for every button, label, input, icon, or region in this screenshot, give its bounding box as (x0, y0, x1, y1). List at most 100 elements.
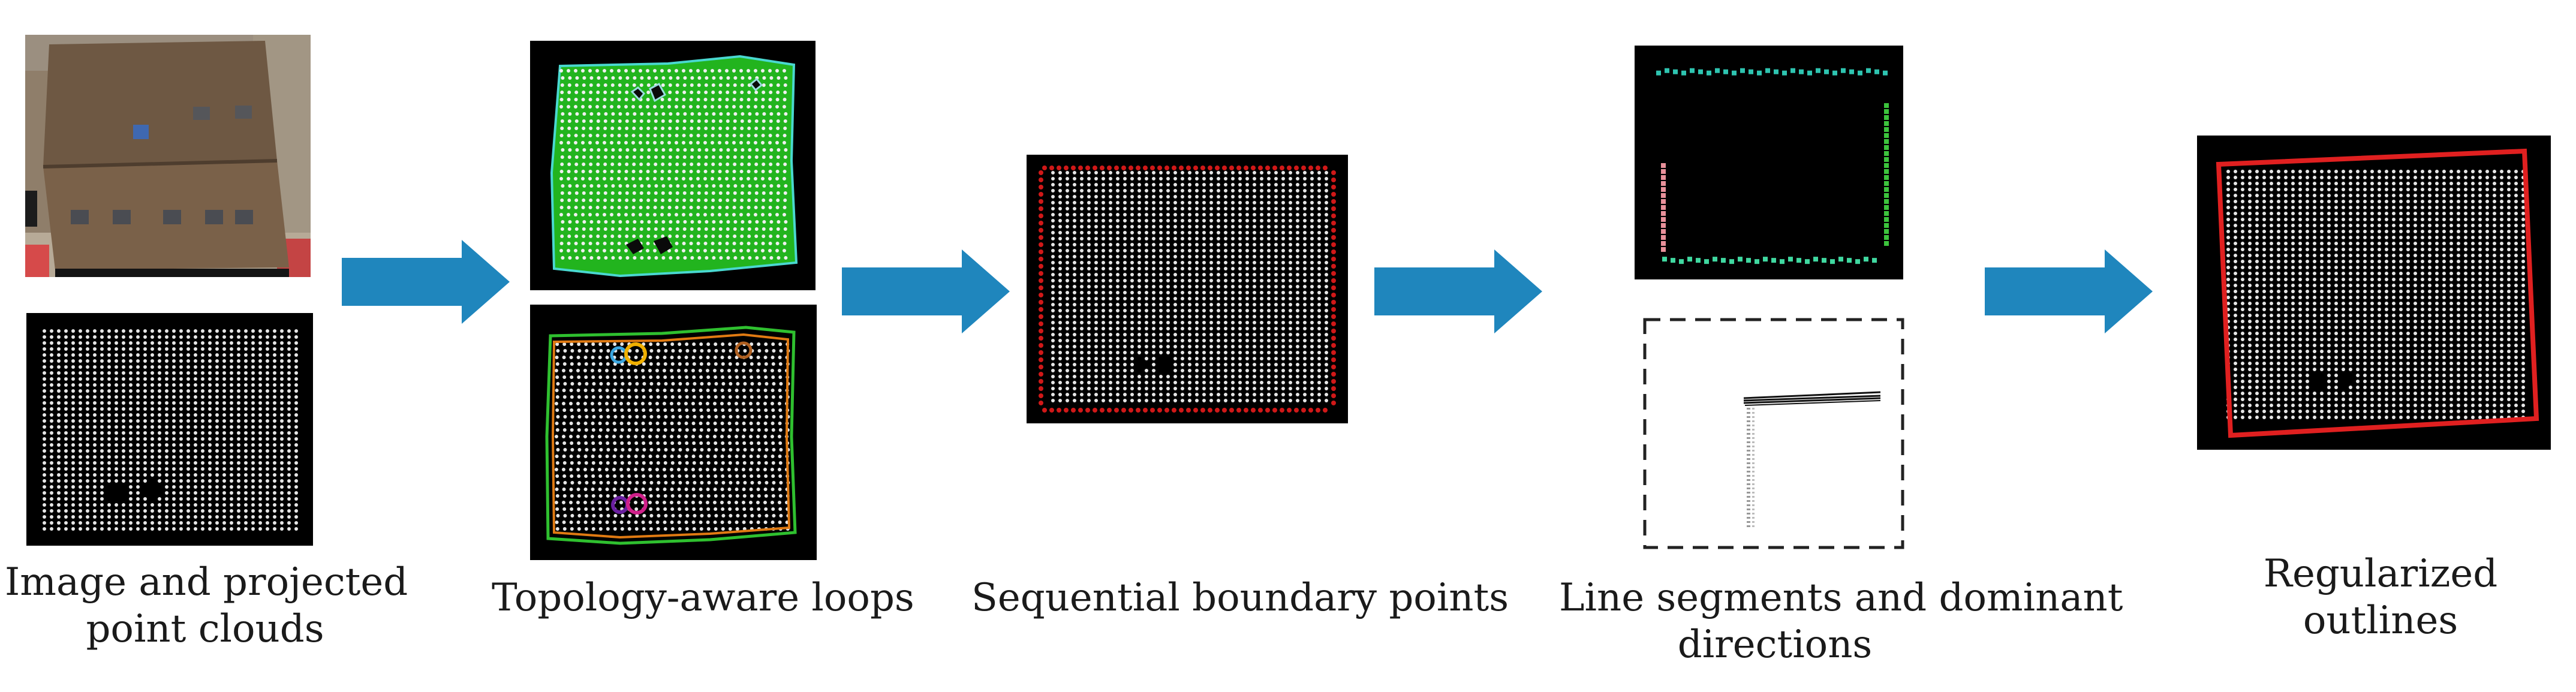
point-dot (1317, 279, 1321, 282)
point-dot (1260, 171, 1263, 174)
point-dot (215, 359, 219, 363)
segment-point (1884, 235, 1889, 240)
point-dot (778, 362, 783, 366)
point-dot (555, 455, 559, 458)
point-dot (714, 448, 718, 452)
point-dot (621, 415, 625, 419)
point-dot (50, 473, 53, 477)
point-dot (222, 443, 226, 447)
point-dot (1137, 291, 1141, 294)
point-dot (1181, 255, 1184, 258)
point-dot (1094, 303, 1098, 306)
point-dot (179, 401, 183, 405)
boundary-point (1331, 192, 1336, 197)
point-dot (1303, 171, 1307, 174)
point-dot (244, 371, 248, 375)
point-dot (158, 359, 161, 363)
point-dot (568, 256, 572, 260)
point-dot (685, 514, 690, 518)
point-dot (625, 148, 630, 152)
point-dot (661, 184, 666, 188)
point-dot (778, 474, 783, 478)
point-dot (1274, 327, 1278, 330)
point-dot (634, 435, 637, 438)
point-dot (721, 362, 725, 366)
point-dot (1274, 291, 1278, 294)
boundary-point (1331, 393, 1336, 398)
segment-point (1738, 257, 1743, 262)
point-dot (768, 213, 772, 216)
point-dot (656, 342, 660, 346)
point-dot (635, 514, 639, 518)
point-dot (714, 461, 718, 465)
point-dot (115, 377, 118, 381)
point-dot (1281, 213, 1285, 216)
point-dot (735, 520, 739, 524)
boundary-point (1039, 372, 1043, 377)
point-dot (735, 422, 739, 425)
point-dot (1296, 225, 1299, 228)
point-dot (1245, 303, 1249, 306)
point-dot (699, 395, 703, 399)
point-dot (1238, 363, 1242, 366)
point-dot (1123, 309, 1127, 312)
point-dot (739, 170, 744, 173)
point-dot (244, 485, 248, 489)
segment-point (1884, 157, 1889, 162)
point-dot (567, 91, 571, 94)
point-dot (86, 497, 89, 501)
point-dot (1073, 351, 1076, 354)
point-dot (613, 448, 618, 452)
point-dot (122, 461, 125, 465)
point-dot (280, 503, 284, 507)
point-dot (1231, 177, 1235, 180)
point-dot (1289, 357, 1292, 360)
point-dot (771, 395, 775, 399)
point-dot (1102, 303, 1105, 306)
point-dot (1073, 339, 1076, 342)
point-dot (1145, 243, 1148, 246)
point-dot (779, 448, 783, 452)
point-dot (2255, 230, 2259, 233)
point-dot (598, 362, 603, 366)
point-dot (1209, 339, 1213, 342)
point-dot (1281, 201, 1285, 204)
point-dot (1202, 327, 1206, 330)
point-dot (1173, 351, 1177, 354)
point-dot (158, 449, 161, 453)
point-dot (646, 83, 651, 87)
point-dot (1080, 393, 1084, 396)
point-dot (237, 419, 240, 423)
point-dot (1217, 207, 1220, 210)
segment-point (1884, 187, 1889, 192)
point-dot (2248, 254, 2252, 257)
point-dot (654, 148, 658, 152)
point-dot (783, 191, 787, 195)
point-dot (273, 335, 276, 339)
point-dot (1066, 393, 1069, 396)
point-dot (640, 256, 644, 260)
point-dot (1087, 321, 1091, 324)
point-dot (93, 485, 97, 489)
point-dot (1245, 285, 1249, 288)
point-dot (605, 435, 609, 438)
point-dot (1145, 351, 1148, 354)
point-dot (574, 249, 577, 252)
point-dot (654, 76, 658, 80)
point-dot (222, 377, 226, 381)
point-dot (591, 422, 595, 425)
point-dot (93, 497, 97, 501)
point-dot (280, 365, 284, 369)
point-dot (604, 256, 608, 260)
point-dot (2226, 170, 2230, 173)
point-dot (2248, 278, 2252, 281)
point-dot (1073, 315, 1076, 318)
point-dot (151, 509, 154, 513)
point-dot (222, 479, 226, 483)
point-dot (43, 425, 46, 429)
point-dot (706, 474, 711, 478)
point-dot (625, 127, 629, 130)
point-dot (1202, 387, 1206, 390)
point-dot (1296, 315, 1299, 318)
point-dot (560, 83, 564, 87)
